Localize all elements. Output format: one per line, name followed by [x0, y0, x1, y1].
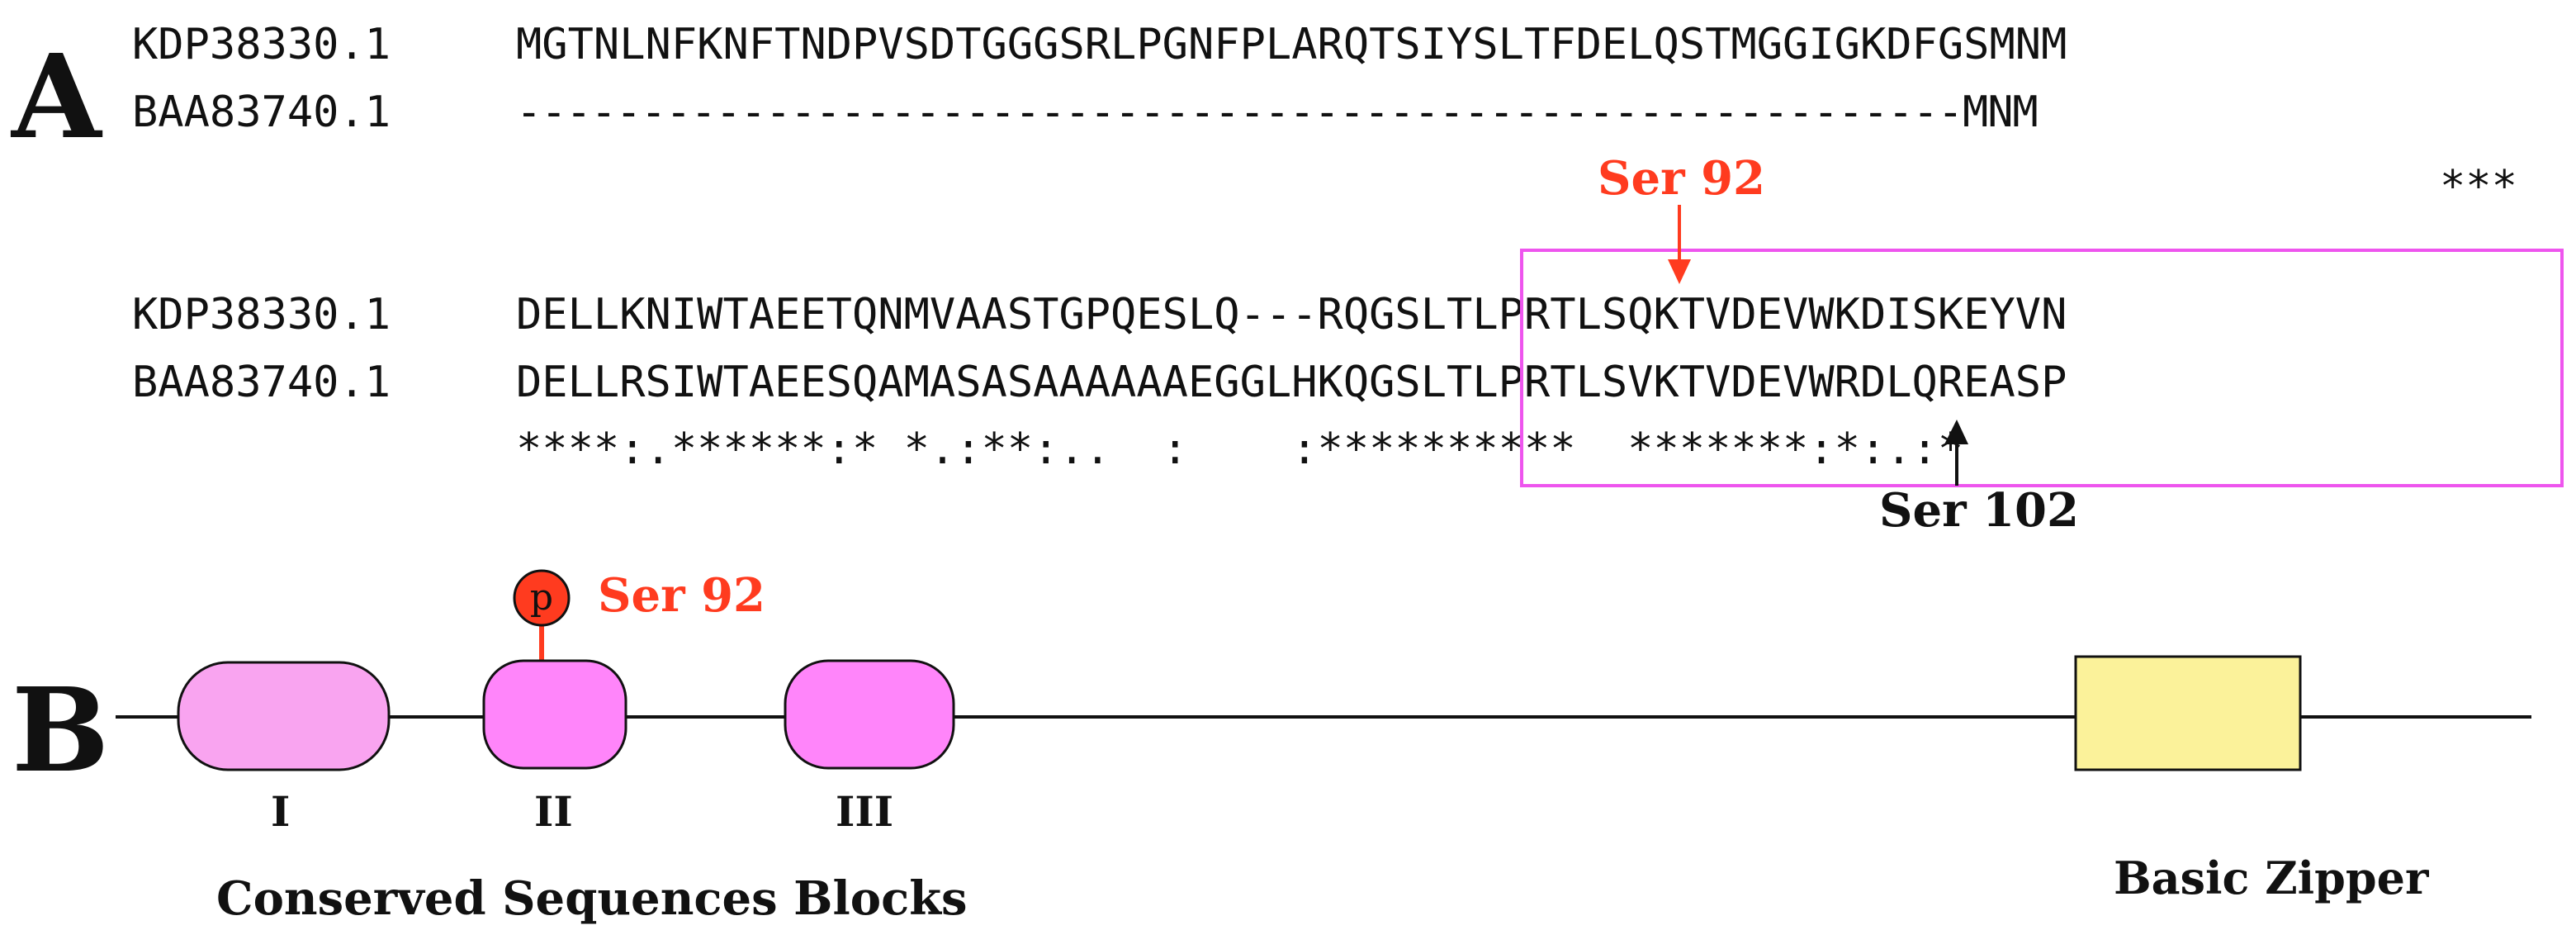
conserved-blocks-caption: Conserved Sequences Blocks: [216, 871, 968, 926]
seq-id-kdp-block2: KDP38330.1: [132, 290, 391, 339]
panel-a-letter: A: [12, 30, 102, 165]
seq-baa-block1: ----------------------------------------…: [516, 88, 2039, 137]
block-ii-label: II: [534, 787, 573, 836]
phospho-symbol: p: [530, 577, 553, 619]
conserved-block-i: [177, 661, 391, 771]
ser102-arrow: [1944, 420, 1968, 486]
basic-zipper-label: Basic Zipper: [2114, 852, 2429, 904]
conserved-block-ii: [482, 659, 627, 770]
ser92-label-top: Ser 92: [1598, 151, 1765, 206]
seq-kdp-block1: MGTNLNFKNFTNDPVSDTGGGSRLPGNFPLARQTSIYSLT…: [516, 20, 2067, 69]
ser92-label-bottom: Ser 92: [598, 568, 765, 623]
block-iii-label: III: [836, 787, 894, 836]
seq-id-kdp-block1: KDP38330.1: [132, 20, 391, 69]
consensus-block1: ***: [2440, 162, 2517, 211]
consensus-block2: ****:.******:* *.:**:.. : :********** **…: [516, 425, 1964, 474]
seq-baa-block2: DELLRSIWTAEESQAMASASAAAAAAEGGLHKQGSLTLPR…: [516, 358, 2067, 407]
seq-id-baa-block2: BAA83740.1: [132, 358, 391, 407]
phospho-circle: [513, 569, 571, 627]
panel-b-letter: B: [12, 663, 110, 799]
block-i-label: I: [271, 787, 291, 836]
seq-id-baa-block1: BAA83740.1: [132, 88, 391, 137]
seq-kdp-block2: DELLKNIWTAEETQNMVAASTGPQESLQ---RQGSLTLPR…: [516, 290, 2067, 339]
basic-zipper-domain: [2074, 655, 2302, 771]
ser92-arrow: [1668, 205, 1691, 284]
conserved-block-iii: [784, 659, 955, 770]
ser102-label: Ser 102: [1879, 483, 2079, 538]
conserved-region-box: [1520, 249, 2564, 487]
